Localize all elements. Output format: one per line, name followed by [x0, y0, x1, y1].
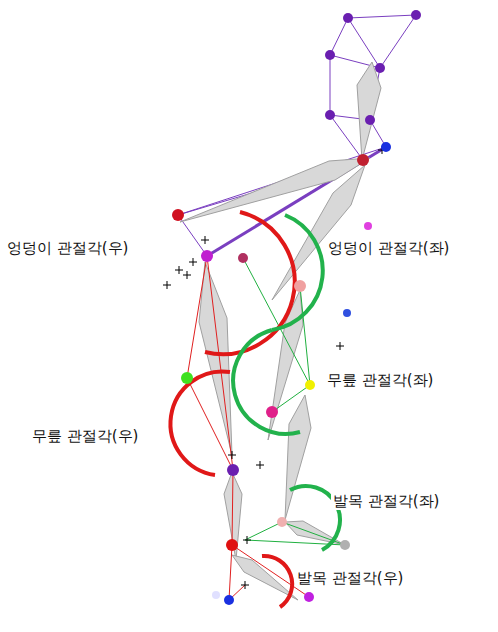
- marker-line: [272, 385, 310, 412]
- marker-sphere: [375, 63, 385, 73]
- bone-cone: [199, 262, 232, 455]
- marker-sphere: [227, 464, 239, 476]
- marker-sphere: [226, 539, 238, 551]
- marker-line: [348, 15, 416, 18]
- angle-arc: [205, 212, 295, 354]
- marker-line: [187, 256, 207, 378]
- marker-sphere: [343, 309, 351, 317]
- marker-sphere: [304, 592, 314, 602]
- marker-sphere: [305, 380, 315, 390]
- marker-line: [207, 256, 233, 470]
- joint-angle-label: 무릎 관절각(좌): [325, 371, 435, 389]
- marker-line: [380, 15, 416, 68]
- bone-cone: [285, 395, 311, 520]
- marker-sphere: [224, 595, 234, 605]
- marker-sphere: [277, 517, 287, 527]
- marker-line: [330, 18, 348, 55]
- marker-sphere: [266, 406, 278, 418]
- marker-sphere: [325, 50, 335, 60]
- marker-sphere: [238, 253, 248, 263]
- marker-line: [330, 55, 331, 115]
- bone-cones: [180, 62, 381, 600]
- marker-line: [245, 522, 282, 540]
- marker-line: [300, 286, 310, 385]
- joint-angle-label: 발목 관절각(우): [295, 569, 405, 587]
- marker-sphere: [201, 250, 213, 262]
- angle-arc: [262, 556, 292, 607]
- marker-sphere: [343, 13, 353, 23]
- marker-sphere: [212, 591, 220, 599]
- marker-sphere: [181, 372, 193, 384]
- marker-line: [232, 470, 233, 545]
- marker-line: [187, 378, 233, 470]
- cross-markers: [163, 146, 386, 589]
- bone-cone: [357, 62, 381, 160]
- joint-angle-label: 발목 관절각(좌): [331, 492, 441, 510]
- marker-sphere: [411, 10, 421, 20]
- marker-sphere: [365, 115, 375, 125]
- joint-angle-label: 엉덩이 관절각(좌): [326, 239, 451, 257]
- marker-sphere: [325, 110, 335, 120]
- marker-sphere: [364, 222, 372, 230]
- angle-arc: [233, 330, 300, 434]
- bone-cone: [232, 555, 298, 600]
- marker-line: [229, 545, 232, 600]
- marker-sphere: [357, 154, 369, 166]
- joint-angle-label: 엉덩이 관절각(우): [5, 239, 130, 257]
- angle-arc: [170, 371, 230, 475]
- joint-angle-label: 무릎 관절각(우): [30, 427, 140, 445]
- marker-line: [348, 18, 380, 68]
- bone-cone: [272, 165, 365, 300]
- joint-angle-arcs: [170, 212, 339, 607]
- marker-spheres: [172, 10, 421, 605]
- angle-arc: [272, 215, 323, 330]
- marker-line: [330, 115, 363, 160]
- marker-sphere: [294, 280, 306, 292]
- marker-sphere: [340, 540, 350, 550]
- marker-sphere: [381, 142, 391, 152]
- cross-marker: [163, 146, 386, 589]
- marker-sphere: [172, 209, 184, 221]
- marker-line: [243, 258, 310, 385]
